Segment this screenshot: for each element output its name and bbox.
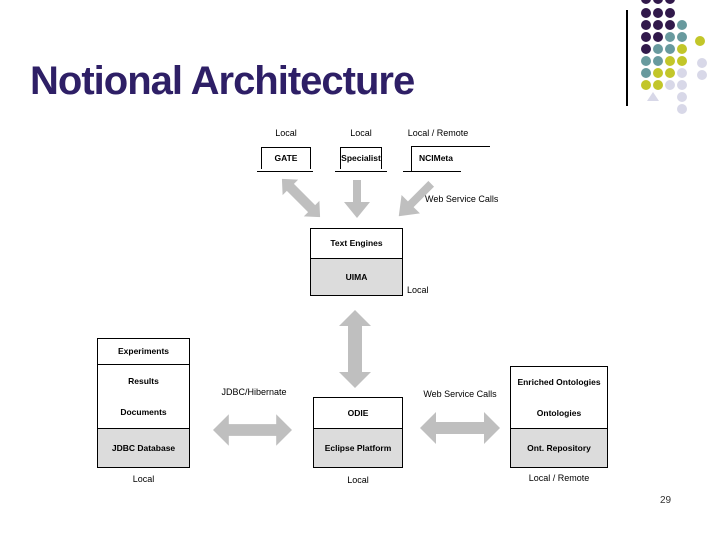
decor-dot [653, 0, 663, 4]
ncimeta-engines-arrow-icon [388, 173, 442, 227]
engine-box-top-label: Text Engines [330, 238, 383, 249]
decor-dot [653, 32, 663, 42]
decor-dot [677, 32, 687, 42]
page-number: 29 [660, 495, 672, 506]
decor-dot [665, 80, 675, 90]
left-double-arrow-icon [213, 412, 292, 448]
ncimeta-underline [403, 171, 461, 172]
web-service-calls-bottom-label: Web Service Calls [423, 389, 497, 399]
left-stack: Experiments Results Documents JDBC Datab… [97, 338, 190, 468]
gate-location-label: Local [275, 128, 297, 138]
left-stack-results-label: Results [128, 375, 159, 386]
specialist-box: Specialist [340, 147, 382, 169]
specialist-engines-down-arrow-icon [344, 180, 370, 218]
engine-box: Text Engines UIMA [310, 228, 403, 296]
odie-location-label: Local [347, 475, 369, 485]
decor-dot [697, 70, 707, 80]
decor-dot [665, 8, 675, 18]
decor-dot [697, 58, 707, 68]
right-stack-location-label: Local / Remote [528, 473, 590, 483]
decor-dot [653, 80, 663, 90]
decor-dot [641, 32, 651, 42]
decor-dot [665, 0, 675, 4]
specialist-box-label: Specialist [341, 153, 381, 164]
gate-underline [257, 171, 313, 172]
decor-dot [677, 20, 687, 30]
decor-dot [653, 68, 663, 78]
ncimeta-location-label: Local / Remote [407, 128, 469, 138]
decor-dot [665, 20, 675, 30]
decor-dot [665, 32, 675, 42]
decor-dot [641, 20, 651, 30]
ncimeta-left-line [411, 146, 412, 171]
decor-dot [665, 56, 675, 66]
odie-box-bottom-label: Eclipse Platform [324, 442, 392, 453]
decor-dot [677, 92, 687, 102]
decor-dot [653, 44, 663, 54]
odie-box-top-label: ODIE [347, 407, 369, 418]
ncimeta-box: NCIMeta [411, 147, 461, 169]
left-stack-documents-label: Documents [120, 407, 167, 417]
jdbc-hibernate-label: JDBC/Hibernate [221, 387, 287, 397]
right-stack-ontologies-label: Ontologies [536, 407, 582, 418]
decor-dot [641, 44, 651, 54]
left-stack-jdbc-database-label: JDBC Database [111, 442, 176, 453]
gate-engines-double-arrow-icon [273, 170, 330, 227]
gate-box-label: GATE [274, 153, 298, 164]
left-stack-experiments-label: Experiments [117, 346, 170, 357]
slide-title: Notional Architecture [30, 59, 415, 103]
right-stack: Enriched Ontologies Ontologies Ont. Repo… [510, 366, 608, 468]
engine-location-label: Local [407, 285, 429, 295]
decor-dot [641, 0, 651, 4]
decor-dot [641, 56, 651, 66]
decor-dot [641, 8, 651, 18]
decor-dot [677, 44, 687, 54]
decor-dot [677, 56, 687, 66]
decor-dot [695, 36, 705, 46]
decor-dot [677, 68, 687, 78]
web-service-calls-top-label: Web Service Calls [425, 194, 499, 204]
left-stack-location-label: Local [132, 474, 155, 484]
decor-triangle [647, 92, 659, 101]
right-double-arrow-icon [420, 410, 500, 446]
decor-dot [653, 56, 663, 66]
decor-dot [641, 68, 651, 78]
decor-dot [677, 104, 687, 114]
decor-dot [653, 20, 663, 30]
right-stack-enriched-ontologies-label: Enriched Ontologies [517, 377, 601, 387]
specialist-location-label: Local [350, 128, 372, 138]
decor-dot [677, 80, 687, 90]
ncimeta-box-label: NCIMeta [418, 152, 453, 163]
specialist-underline [335, 171, 387, 172]
ncimeta-top-line [411, 146, 490, 147]
right-stack-ont-repository-label: Ont. Repository [527, 442, 591, 453]
decor-dot [641, 80, 651, 90]
decor-dot [653, 8, 663, 18]
gate-box: GATE [261, 147, 311, 169]
engines-odie-double-arrow-icon [337, 310, 373, 388]
decor-dot [665, 68, 675, 78]
decor-dot [665, 44, 675, 54]
engine-box-bottom-label: UIMA [345, 271, 368, 282]
odie-box: ODIE Eclipse Platform [313, 397, 403, 468]
decor-vertical-line [626, 10, 628, 106]
